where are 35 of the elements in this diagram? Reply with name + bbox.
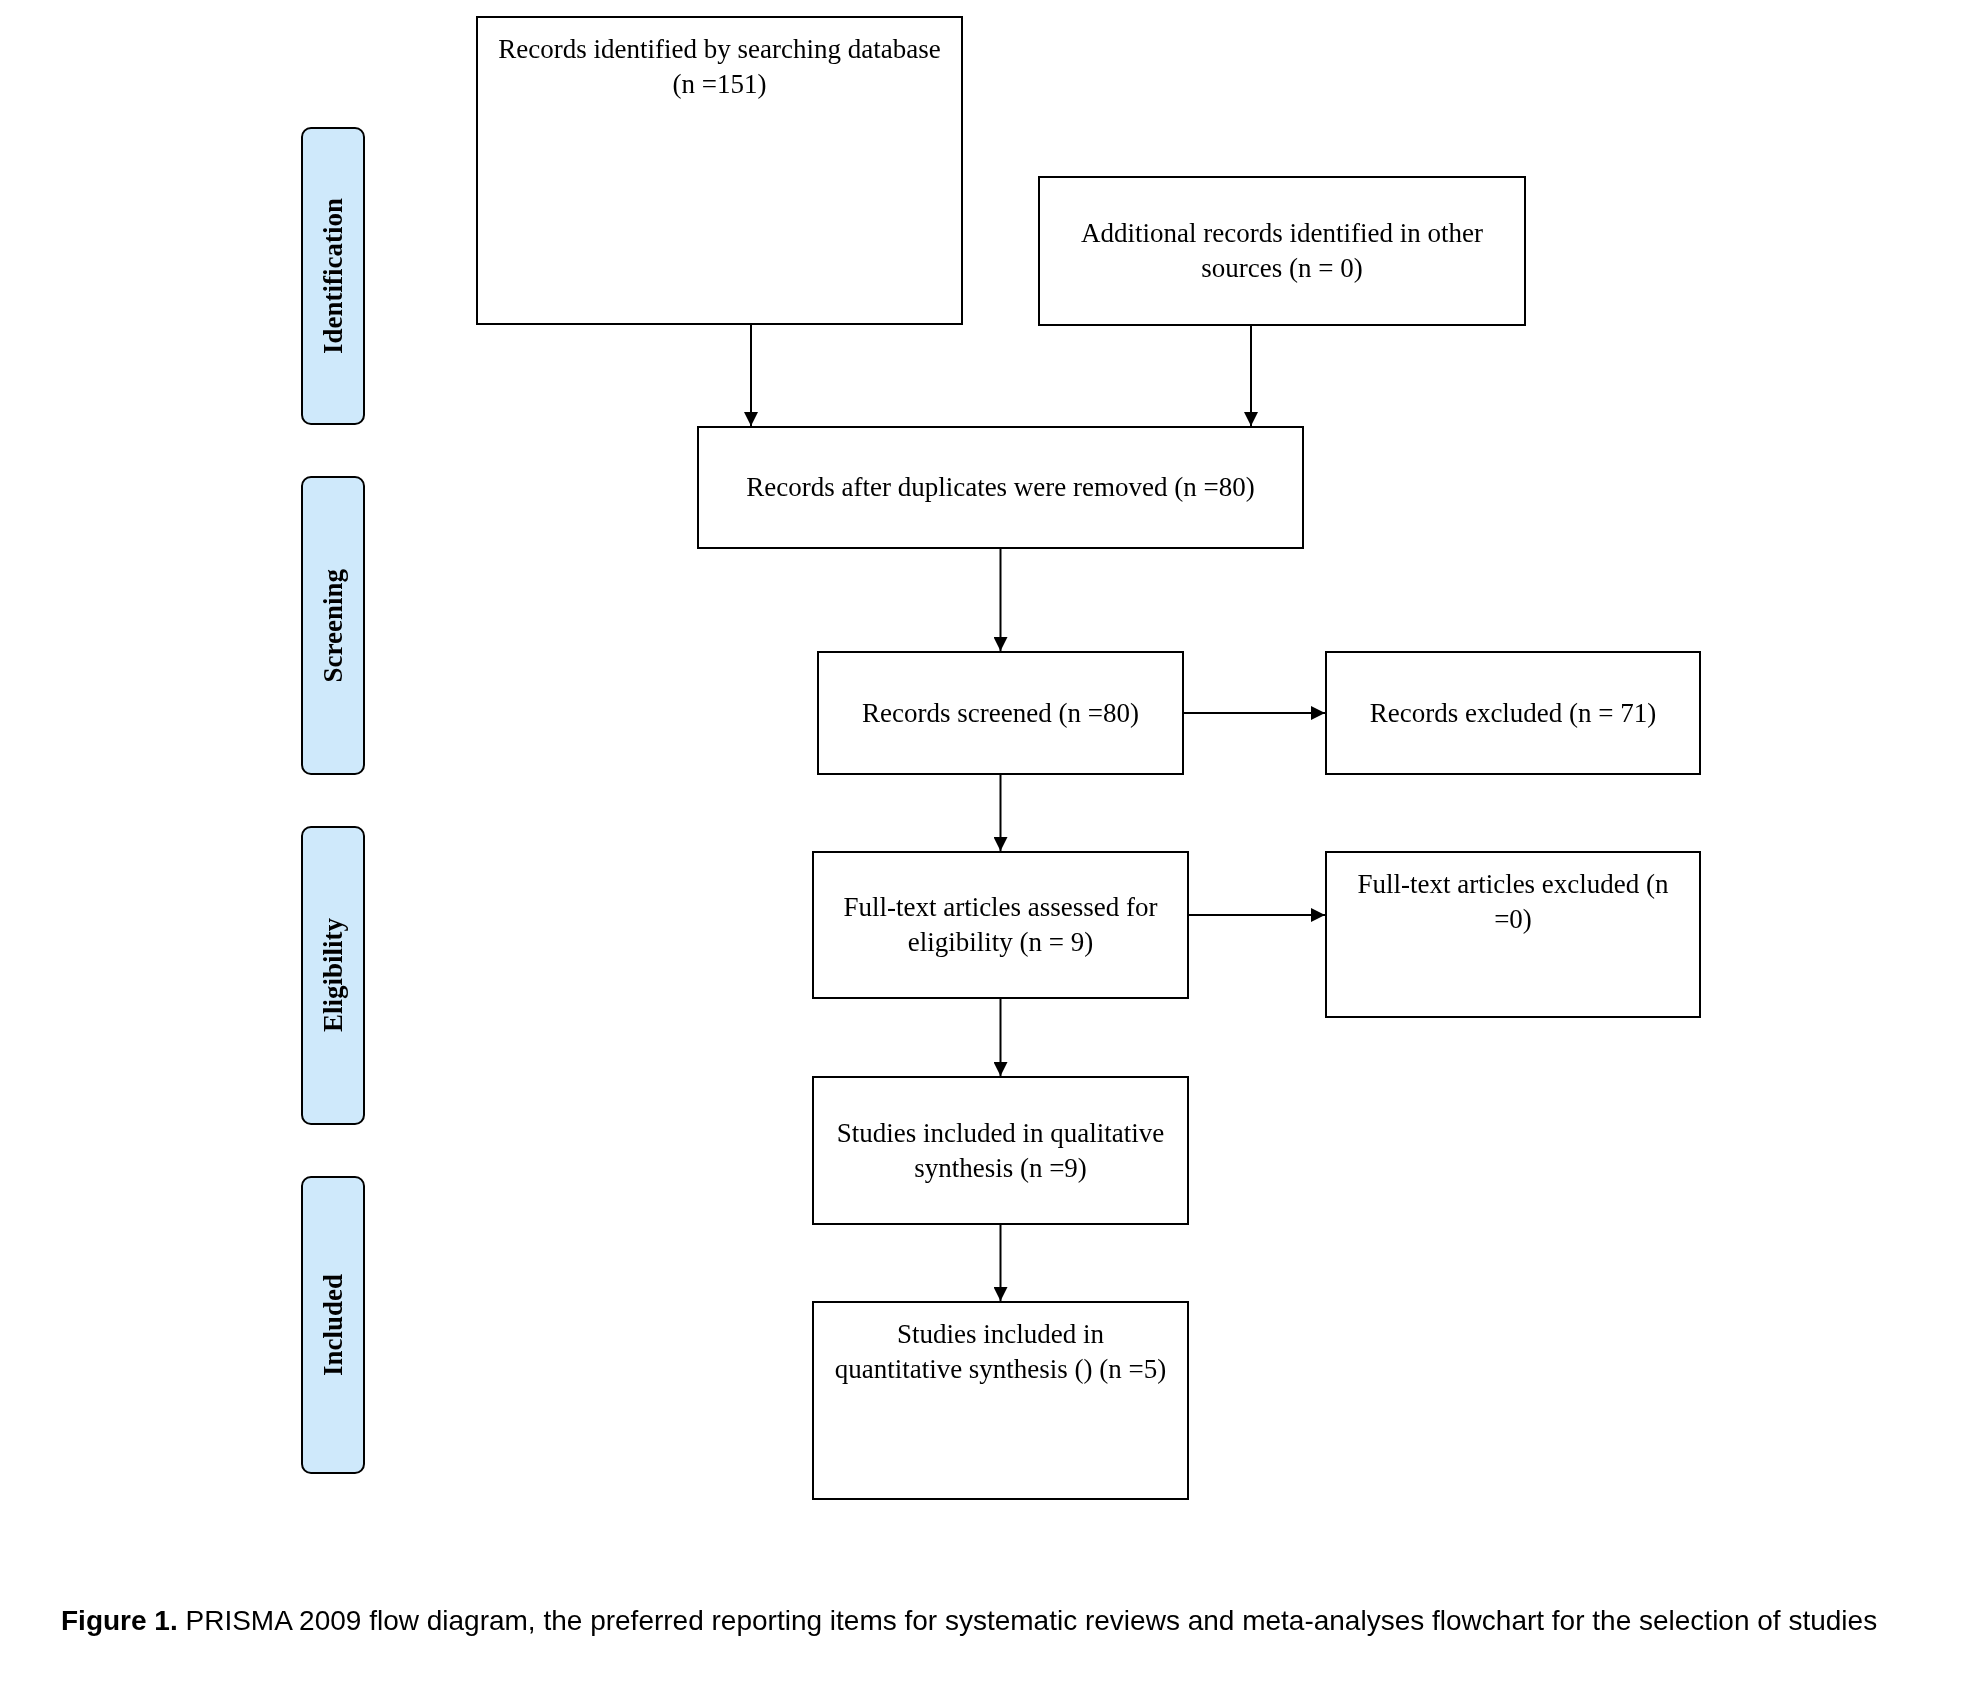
- arrow: [1188, 908, 1326, 922]
- box-text: Records after duplicates were removed (n =80): [746, 471, 1255, 504]
- arrow: [993, 1224, 1008, 1302]
- arrow: [993, 998, 1008, 1077]
- box-text: Studies included in qualitative synthesis (n =9): [835, 1116, 1166, 1185]
- stage-label: Included: [316, 1273, 349, 1376]
- process-box: [812, 1301, 1189, 1500]
- box-text: Full-text articles excluded (n =0): [1356, 868, 1670, 936]
- box-text: Studies included in quantitative synthesis () (n =5): [834, 1318, 1167, 1386]
- arrow: [1183, 706, 1326, 720]
- box-text: Full-text articles assessed for eligibility (n = 9): [842, 891, 1159, 959]
- stage-label: Eligibility: [316, 918, 349, 1033]
- arrow: [1244, 325, 1258, 427]
- figure-caption: Figure 1. PRISMA 2009 flow diagram, the preferred reporting items for systematic reviews and meta-analyses flowchart for the selection of studies: [61, 1604, 1879, 1638]
- arrow: [744, 324, 758, 427]
- stage-band: [301, 1176, 365, 1474]
- box-text: Records screened (n =80): [862, 696, 1139, 730]
- process-box: [1325, 851, 1701, 1018]
- arrow: [993, 548, 1008, 652]
- process-box: [812, 851, 1189, 999]
- box-text: Records excluded (n = 71): [1369, 696, 1657, 730]
- stage-label: Identification: [316, 198, 349, 354]
- box-text: Additional records identified in other sources (n = 0): [1080, 217, 1484, 285]
- stage-label: Screening: [316, 568, 349, 683]
- box-text: Records identified by searching database (n =151): [498, 33, 941, 101]
- stage-band: [301, 826, 365, 1125]
- process-box: [1325, 651, 1701, 775]
- process-box: [697, 426, 1304, 549]
- process-box: [817, 651, 1184, 775]
- process-box: [476, 16, 963, 325]
- stage-band: [301, 476, 365, 775]
- stage-band: [301, 127, 365, 425]
- arrow: [993, 774, 1008, 852]
- process-box: [812, 1076, 1189, 1225]
- process-box: [1038, 176, 1526, 326]
